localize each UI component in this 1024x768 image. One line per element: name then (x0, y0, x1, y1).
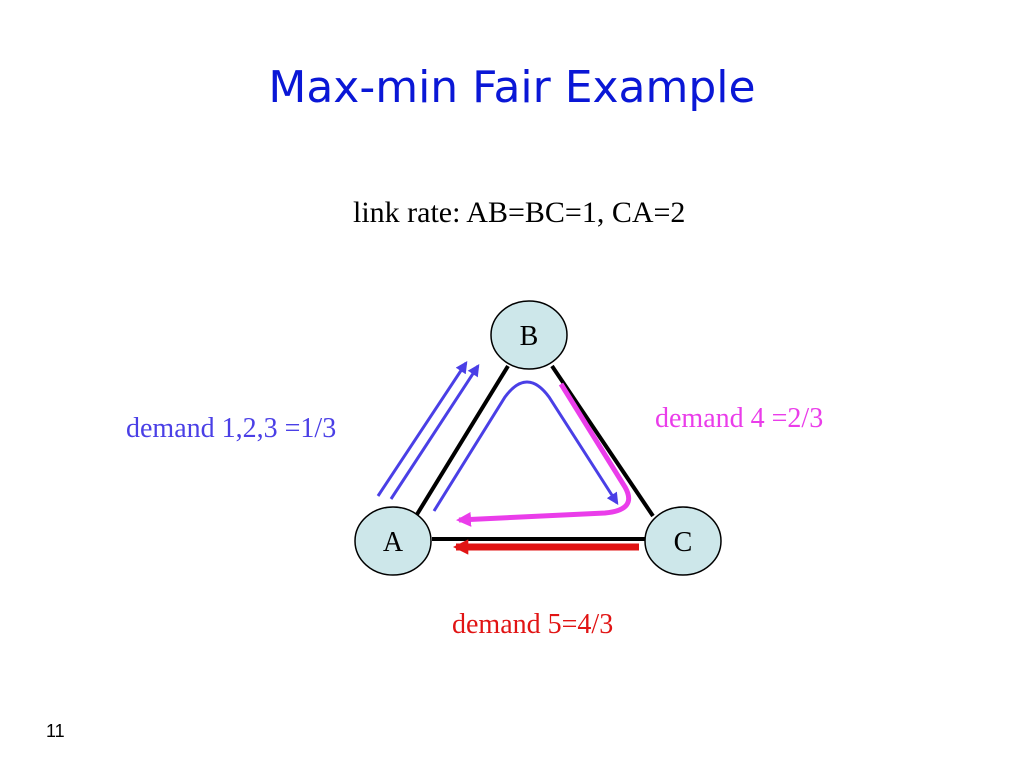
node-a: A (354, 506, 432, 576)
demand-red-label: demand 5=4/3 (452, 609, 614, 640)
node-b: B (490, 300, 568, 370)
flow-ab-blue-2 (389, 363, 480, 500)
demand-magenta-label: demand 4 =2/3 (655, 403, 824, 434)
link-rate-label: link rate: AB=BC=1, CA=2 (353, 196, 686, 229)
slide-title: Max-min Fair Example (268, 62, 756, 113)
node-c: C (644, 506, 722, 576)
node-c-label: C (674, 527, 693, 558)
flow-abc-blue (432, 380, 619, 512)
flow-ab-blue-1 (376, 360, 468, 497)
node-b-label: B (520, 321, 539, 352)
flow-bca-magenta (456, 382, 632, 527)
slide-number: 11 (46, 721, 65, 741)
link-bc (550, 364, 655, 518)
link-ab (414, 364, 510, 518)
demand-blue-label: demand 1,2,3 =1/3 (126, 413, 337, 444)
node-a-label: A (383, 527, 404, 558)
